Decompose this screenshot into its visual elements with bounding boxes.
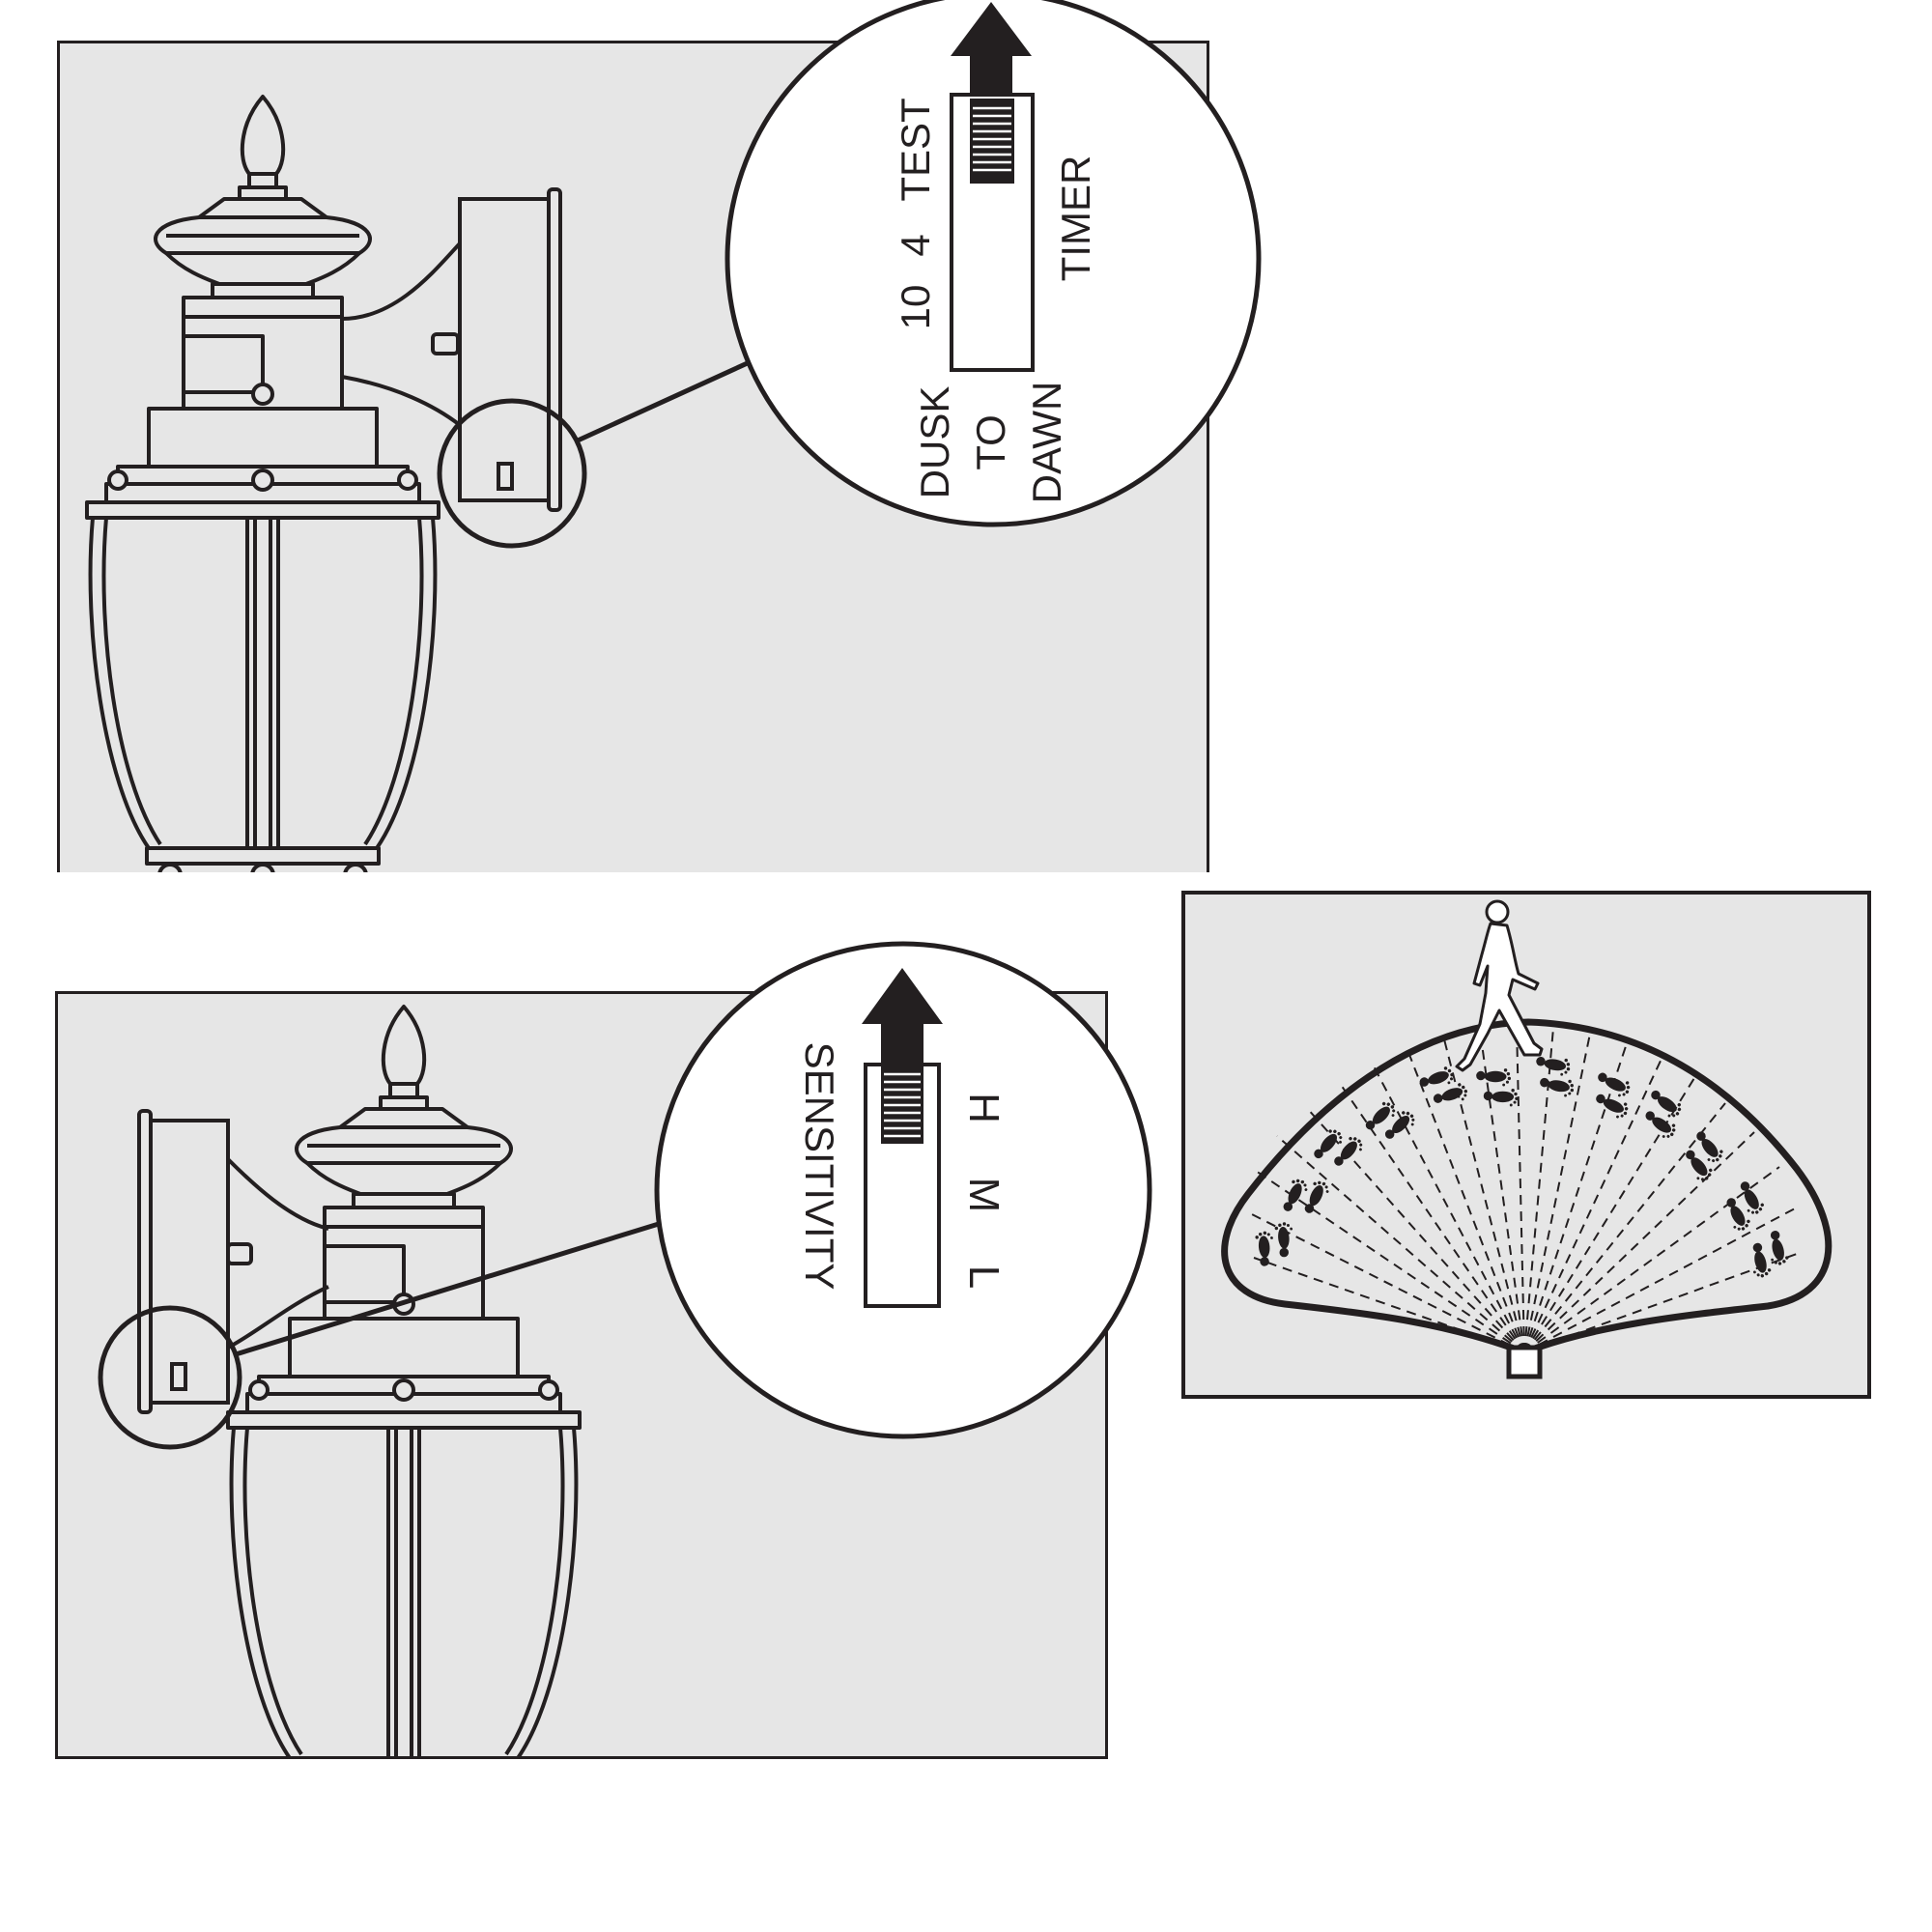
label-dusk: DUSK	[912, 386, 957, 499]
callout-line	[576, 358, 753, 443]
label-medium: M	[960, 1178, 1008, 1213]
label-4-minutes: 4	[893, 234, 938, 256]
sensitivity-switch-slider	[881, 1065, 923, 1144]
motion-sensor-icon	[1506, 1345, 1543, 1379]
switch-highlight-circle	[98, 1305, 242, 1450]
slide-up-arrow-icon	[951, 2, 1032, 95]
timer-switch-slider	[970, 99, 1014, 184]
switch-highlight-circle	[437, 398, 587, 549]
label-timer: TIMER	[1053, 156, 1098, 282]
walking-person-icon	[1455, 899, 1544, 1072]
label-high: H	[960, 1093, 1008, 1123]
sensitivity-panel: SENSITIVITY H M L	[55, 941, 1152, 1759]
timer-switch-magnifier: TEST 4 10 TIMER DUSK TO DAWN	[724, 0, 1262, 527]
label-test: TEST	[893, 98, 938, 201]
label-10-minutes: 10	[893, 285, 938, 330]
label-dawn: DAWN	[1024, 382, 1069, 504]
detection-zone-outline	[1221, 1018, 1833, 1356]
sensitivity-switch-magnifier: SENSITIVITY H M L	[654, 941, 1152, 1439]
label-sensitivity: SENSITIVITY	[797, 1042, 842, 1291]
label-to: TO	[968, 414, 1013, 470]
timer-panel: TEST 4 10 TIMER DUSK TO DAWN	[57, 0, 1262, 872]
wall-bracket	[137, 1109, 329, 1414]
wall-bracket	[341, 187, 562, 512]
label-low: L	[960, 1265, 1008, 1289]
detection-zone-panel	[1181, 891, 1871, 1399]
callout-line	[235, 1216, 675, 1357]
slide-up-arrow-icon	[862, 968, 943, 1065]
